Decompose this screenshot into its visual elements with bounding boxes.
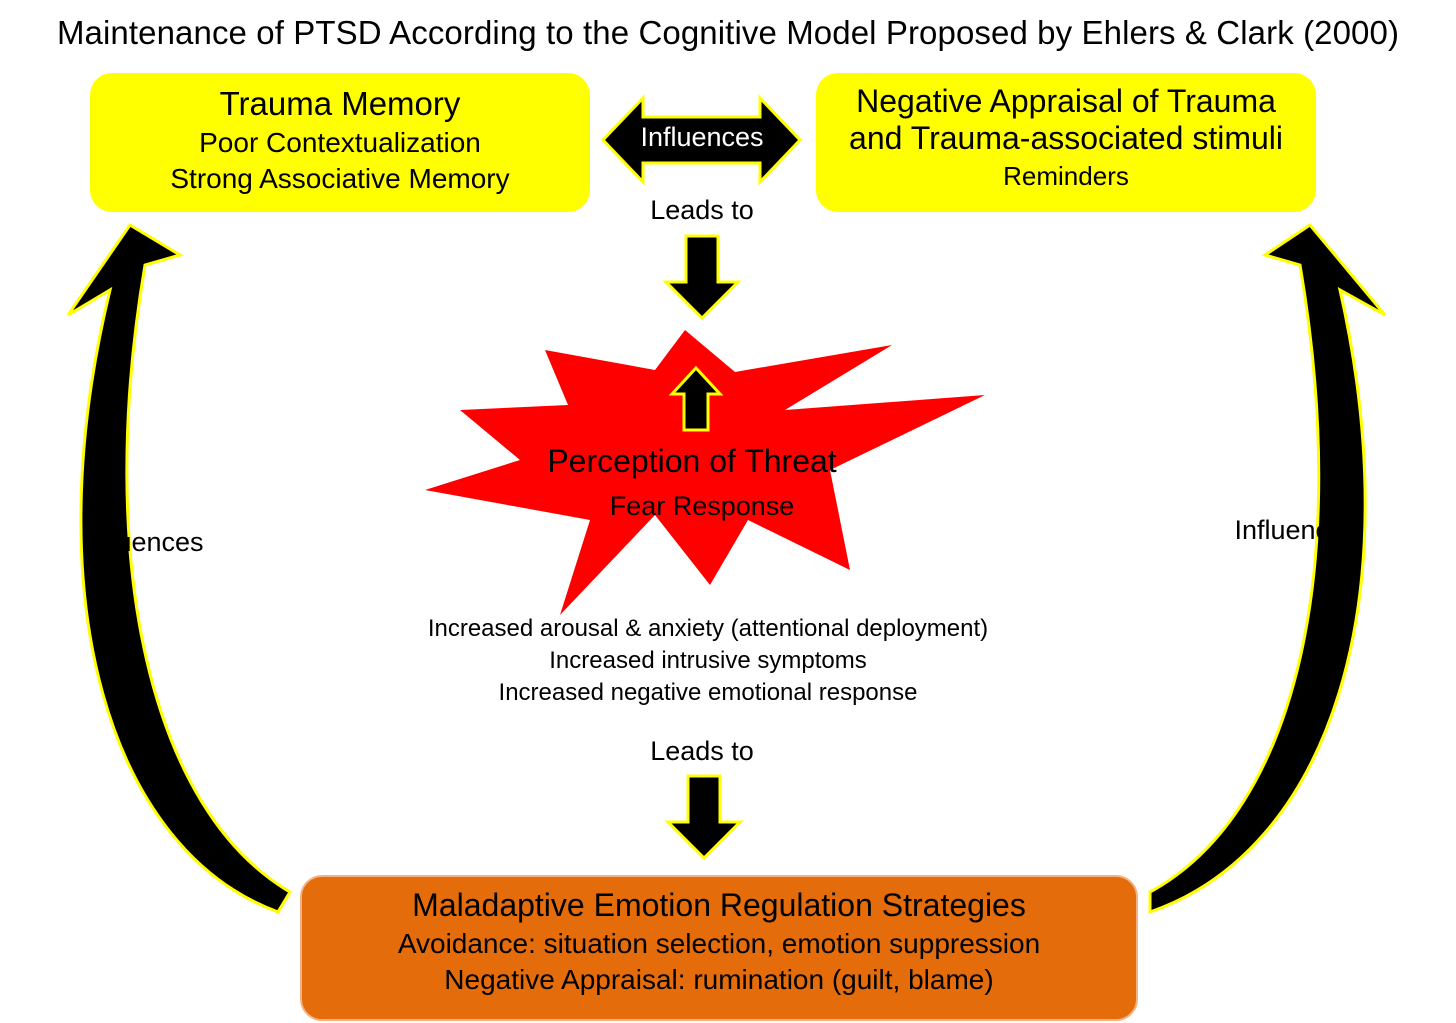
center-influences-label: Influences [640, 122, 764, 152]
effect-line-3: Increased negative emotional response [498, 679, 918, 706]
threat-starburst [425, 330, 985, 615]
effect-line-2: Increased intrusive symptoms [549, 647, 867, 674]
trauma-memory-line1: Poor Contextualization [199, 127, 481, 158]
negative-appraisal-box: Negative Appraisal of Trauma and Trauma-… [816, 73, 1316, 212]
right-curved-arrow [1148, 223, 1387, 915]
leads-to-down-arrow-top [662, 234, 742, 321]
trauma-memory-box: Trauma Memory Poor Contextualization Str… [90, 73, 590, 212]
page-title: Maintenance of PTSD According to the Cog… [56, 14, 1400, 51]
maladaptive-line2: Negative Appraisal: rumination (guilt, b… [444, 964, 994, 995]
maladaptive-heading: Maladaptive Emotion Regulation Strategie… [412, 887, 1026, 923]
negative-appraisal-heading-2: and Trauma-associated stimuli [849, 120, 1283, 156]
influences-double-arrow [600, 94, 803, 186]
left-curved-arrow [66, 222, 293, 914]
trauma-memory-heading: Trauma Memory [219, 85, 461, 122]
maladaptive-line1: Avoidance: situation selection, emotion … [397, 928, 1041, 959]
leads-to-bottom-label: Leads to [650, 736, 754, 766]
maladaptive-box: Maladaptive Emotion Regulation Strategie… [300, 875, 1138, 1021]
left-influences-label: Influences [80, 527, 204, 557]
threat-heading: Perception of Threat [547, 443, 837, 479]
threat-up-arrow [668, 365, 724, 432]
right-influences-label: Influences [1234, 515, 1358, 545]
leads-to-top-label: Leads to [650, 195, 754, 225]
threat-subheading: Fear Response [609, 491, 795, 521]
trauma-memory-line2: Strong Associative Memory [170, 163, 510, 194]
negative-appraisal-heading-1: Negative Appraisal of Trauma [856, 83, 1276, 119]
leads-to-down-arrow-bottom [664, 774, 744, 861]
negative-appraisal-reminders: Reminders [1003, 161, 1129, 191]
effect-line-1: Increased arousal & anxiety (attentional… [427, 615, 989, 642]
